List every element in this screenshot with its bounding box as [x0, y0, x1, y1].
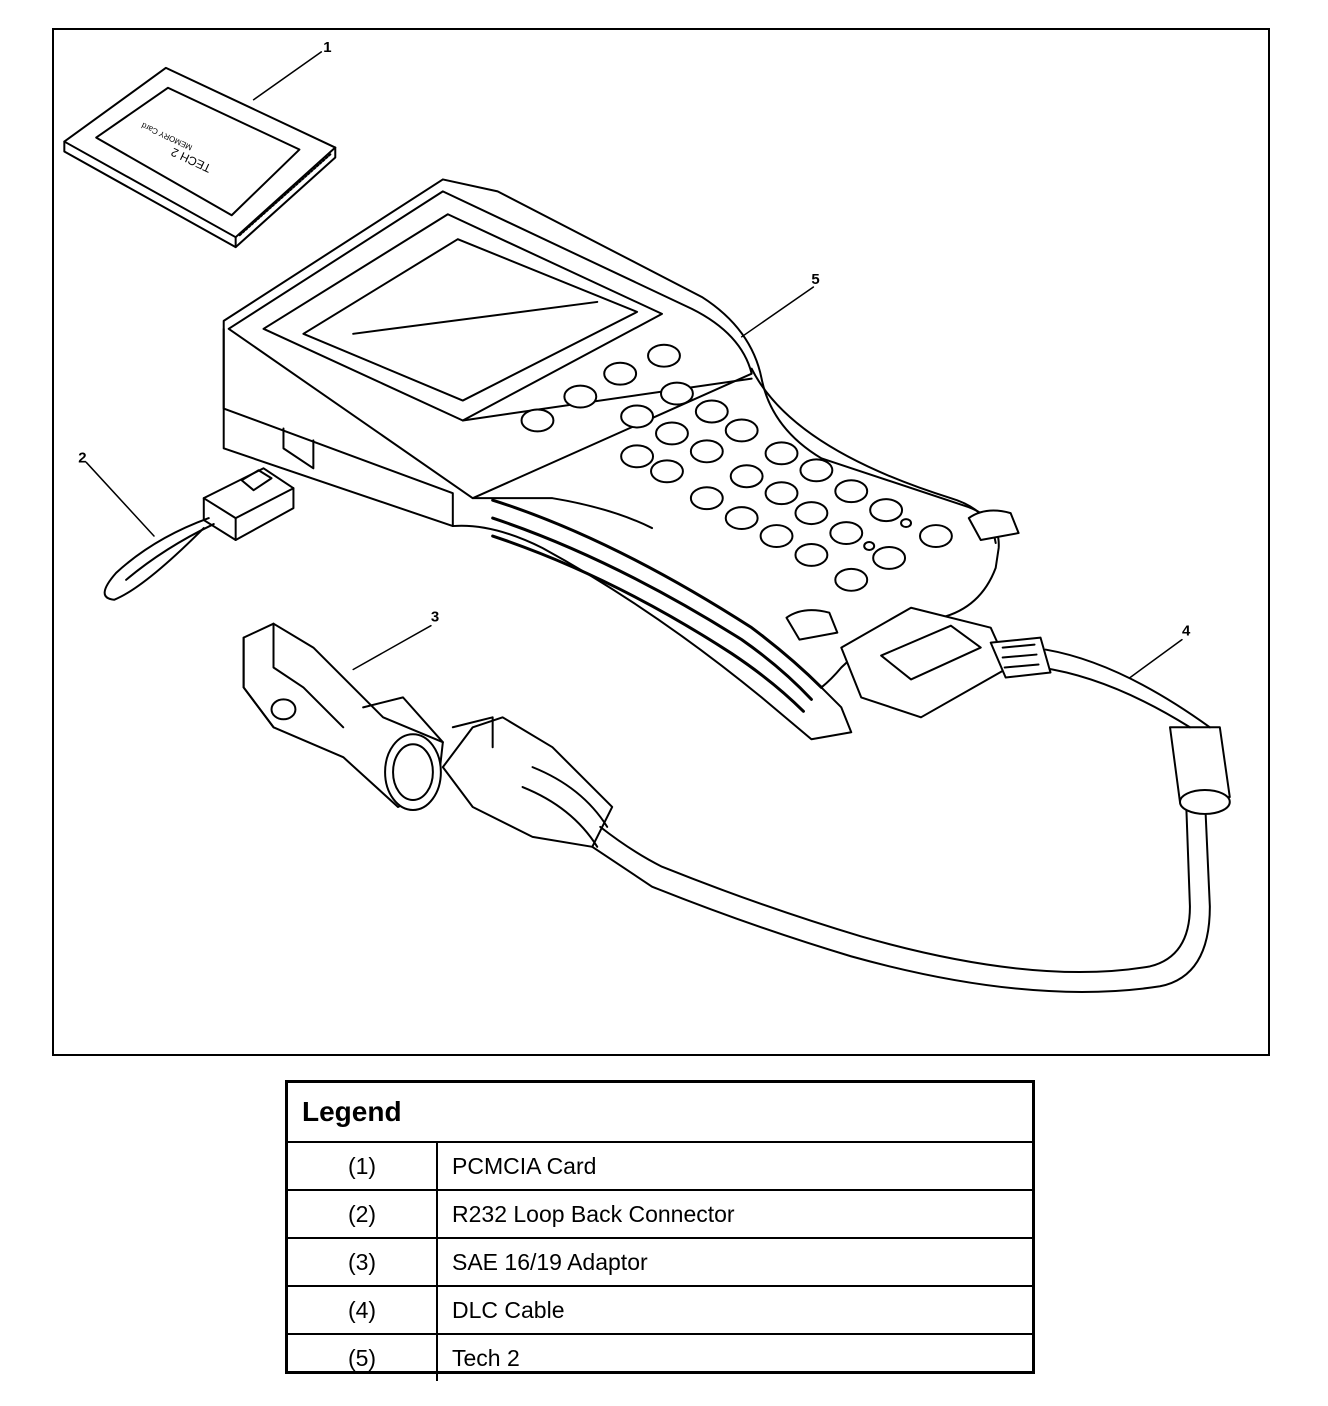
leader-lines — [85, 51, 1183, 679]
pcmcia-card — [63, 66, 337, 249]
callout-1: 1 — [323, 39, 331, 56]
legend-number: (3) — [288, 1237, 438, 1286]
legend-label: PCMCIA Card — [437, 1141, 1032, 1190]
legend-number: (1) — [288, 1141, 438, 1190]
legend-row: (4) DLC Cable — [288, 1285, 1032, 1334]
legend-label: Tech 2 — [437, 1333, 1032, 1381]
corner-bumpers — [785, 509, 1020, 641]
legend-row: (2) R232 Loop Back Connector — [288, 1189, 1032, 1238]
loopback-connector — [103, 467, 295, 601]
dlc-cable — [441, 636, 1231, 993]
legend-row: (1) PCMCIA Card — [288, 1141, 1032, 1190]
sae-adaptor — [242, 622, 444, 811]
keypad-buttons — [520, 343, 953, 592]
legend-row: (5) Tech 2 — [288, 1333, 1032, 1381]
callout-4: 4 — [1182, 623, 1191, 640]
legend-table: Legend (1) PCMCIA Card (2) R232 Loop Bac… — [285, 1080, 1035, 1381]
diagram-figure: TECH 2 MEMORY Card 1 2 3 4 5 — [52, 28, 1270, 1056]
legend-label: SAE 16/19 Adaptor — [437, 1237, 1032, 1286]
callout-2: 2 — [78, 449, 86, 466]
legend-row: (3) SAE 16/19 Adaptor — [288, 1237, 1032, 1286]
legend-number: (2) — [288, 1189, 438, 1238]
tech2-scan-tool — [222, 178, 1010, 741]
callout-3: 3 — [431, 609, 439, 626]
tech2-exploded-illustration: TECH 2 MEMORY Card 1 2 3 4 5 — [63, 39, 1231, 993]
callout-5: 5 — [811, 271, 819, 288]
legend-number: (4) — [288, 1285, 438, 1334]
legend-number: (5) — [288, 1333, 438, 1381]
legend-label: DLC Cable — [437, 1285, 1032, 1334]
legend-title: Legend — [288, 1083, 1032, 1143]
legend-label: R232 Loop Back Connector — [437, 1189, 1032, 1238]
